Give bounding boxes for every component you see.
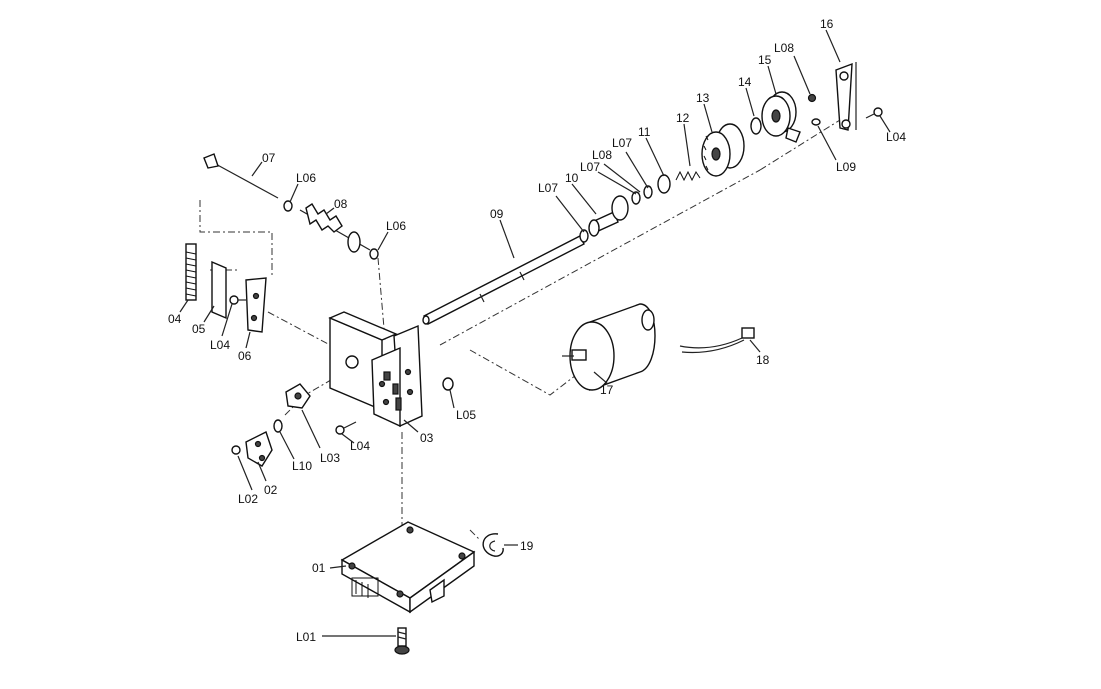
label-L01: L01 xyxy=(296,630,316,644)
label-12: 12 xyxy=(676,111,690,125)
label-19: 19 xyxy=(520,539,534,553)
label-13: 13 xyxy=(696,91,710,105)
part-09-long-shaft xyxy=(422,235,585,325)
part-18-cable xyxy=(679,327,755,354)
label-L04-c: L04 xyxy=(886,130,906,144)
label-07: 07 xyxy=(262,151,276,165)
part-labels: 01 02 03 04 05 06 07 08 09 10 11 12 13 1… xyxy=(168,17,906,644)
part-04-spring xyxy=(185,243,197,301)
part-05-plate xyxy=(211,260,227,320)
label-10: 10 xyxy=(565,171,579,185)
label-17: 17 xyxy=(600,383,614,397)
part-01-base-plate xyxy=(340,521,476,614)
label-14: 14 xyxy=(738,75,752,89)
part-L06-washers xyxy=(283,200,379,260)
part-08-worm-gear xyxy=(299,203,371,253)
label-L02: L02 xyxy=(238,492,258,506)
part-19-clip xyxy=(482,533,504,557)
part-13-gear xyxy=(701,123,745,177)
part-02-link-plate xyxy=(245,431,273,467)
part-16-arm xyxy=(835,62,857,131)
part-14-washer xyxy=(750,117,762,135)
label-06: 06 xyxy=(238,349,252,363)
label-11: 11 xyxy=(638,125,651,139)
label-L03: L03 xyxy=(320,451,340,465)
label-04: 04 xyxy=(168,312,182,326)
label-L05: L05 xyxy=(456,408,476,422)
part-L08-L09 xyxy=(807,93,821,126)
part-03-frame xyxy=(328,311,423,428)
label-L07-c: L07 xyxy=(612,136,632,150)
label-01: 01 xyxy=(312,561,326,575)
label-L08-a: L08 xyxy=(592,148,612,162)
part-L04-screw-b xyxy=(335,421,357,435)
label-03: 03 xyxy=(420,431,434,445)
part-15-pulley xyxy=(761,91,801,143)
label-09: 09 xyxy=(490,207,504,221)
label-L07-b: L07 xyxy=(580,160,600,174)
part-L04-screw-c xyxy=(865,107,883,119)
label-18: 18 xyxy=(756,353,770,367)
label-05: 05 xyxy=(192,322,206,336)
part-10-11-12-stack xyxy=(579,170,701,243)
label-L08-b: L08 xyxy=(774,41,794,55)
label-08: 08 xyxy=(334,197,348,211)
assembly-axes xyxy=(199,119,841,600)
part-06-bracket xyxy=(245,277,267,333)
label-16: 16 xyxy=(820,17,834,31)
part-L02-L10-L03 xyxy=(231,383,311,455)
part-L05-washer xyxy=(442,377,454,391)
label-L10: L10 xyxy=(292,459,312,473)
label-L04-b: L04 xyxy=(350,439,370,453)
part-17-motor xyxy=(562,303,656,391)
leader-lines xyxy=(179,29,891,637)
label-02: 02 xyxy=(264,483,278,497)
label-L04-a: L04 xyxy=(210,338,230,352)
part-L04-screw-a xyxy=(229,295,246,305)
label-L07-a: L07 xyxy=(538,181,558,195)
label-L06-a: L06 xyxy=(296,171,316,185)
label-15: 15 xyxy=(758,53,772,67)
label-L06-b: L06 xyxy=(386,219,406,233)
part-L01-screw xyxy=(394,627,410,655)
part-07-shaft xyxy=(203,153,279,199)
label-L09: L09 xyxy=(836,160,856,174)
